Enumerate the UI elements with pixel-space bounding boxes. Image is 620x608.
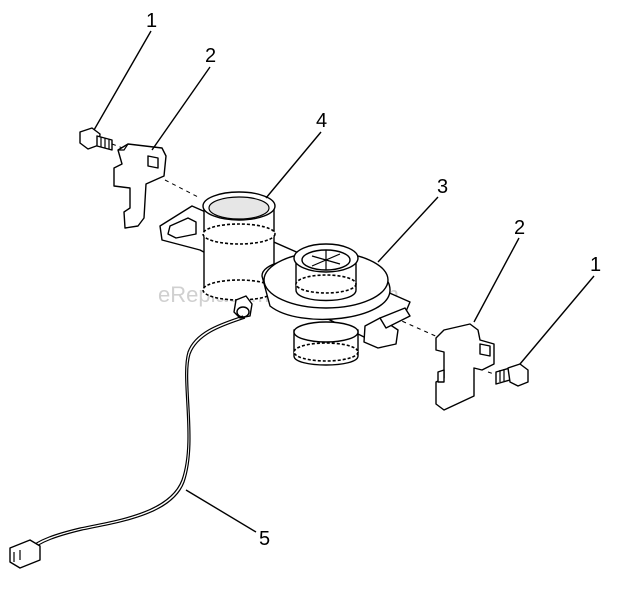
callout-bracket-right: 2 <box>514 217 525 239</box>
callout-wire-harness: 5 <box>259 528 270 550</box>
leader-valve-body <box>377 196 439 263</box>
callout-valve-body: 3 <box>437 176 448 198</box>
leader-screw-right <box>519 275 595 365</box>
bracket-right <box>435 323 495 411</box>
callout-screw-left: 1 <box>146 10 157 32</box>
alignment-line-screw-left <box>111 143 129 151</box>
valve-body <box>261 243 391 366</box>
callout-bracket-left: 2 <box>205 45 216 67</box>
wire-harness <box>9 315 246 569</box>
leader-bracket-right <box>473 237 520 323</box>
leader-wire-harness <box>185 489 257 533</box>
leader-screw-left <box>93 30 152 131</box>
callout-screw-right: 1 <box>590 254 601 276</box>
screw-right <box>495 363 529 387</box>
alignment-line-left <box>164 179 201 199</box>
alignment-line-right <box>394 317 441 339</box>
leader-bracket-left <box>151 66 211 151</box>
callout-solenoid: 4 <box>316 110 327 132</box>
screw-left <box>79 127 113 151</box>
bracket-left <box>113 143 167 229</box>
leader-solenoid <box>265 131 322 199</box>
